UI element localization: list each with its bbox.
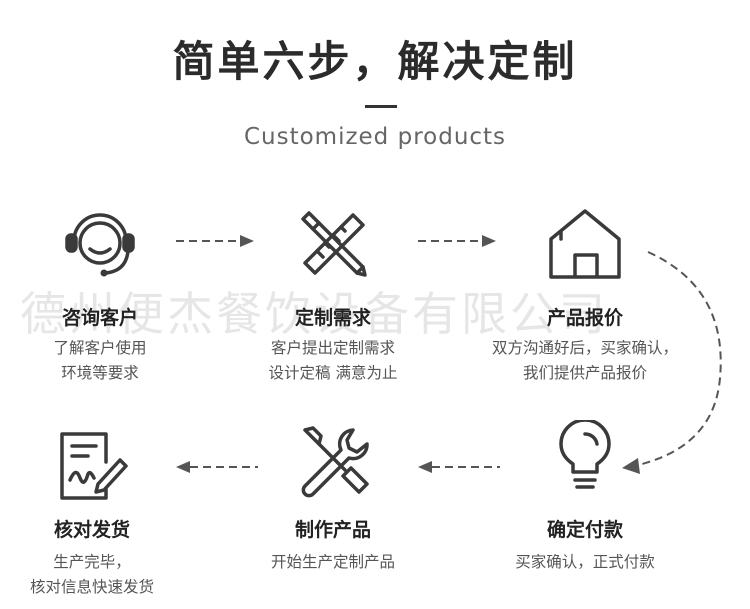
step-label: 产品报价: [546, 307, 623, 329]
arrow-left-2: [176, 461, 258, 473]
step-label: 核对发货: [53, 519, 130, 541]
step-desc: 了解客户使用: [53, 339, 147, 357]
step-label: 确定付款: [546, 519, 623, 541]
title-divider: [365, 105, 397, 108]
page-title: 简单六步，解决定制: [172, 37, 578, 86]
arrow-right-2: [418, 235, 496, 247]
step-desc: 设计定稿 满意为止: [268, 364, 398, 382]
step-desc: 开始生产定制产品: [270, 553, 395, 571]
pencil-ruler-icon: [301, 211, 367, 277]
step-desc: 客户提出定制需求: [270, 339, 395, 357]
step-label: 咨询客户: [61, 307, 138, 329]
arrow-right-1: [176, 235, 254, 247]
step-desc: 我们提供产品报价: [522, 364, 647, 382]
wrench-screwdriver-icon: [301, 426, 369, 498]
step-desc: 生产完毕，: [53, 553, 131, 571]
arrow-left-1: [418, 461, 500, 473]
step-desc: 双方沟通好后，买家确认，: [491, 339, 678, 357]
step-label: 制作产品: [294, 519, 371, 541]
step-label: 定制需求: [294, 307, 371, 329]
step-desc: 环境等要求: [61, 364, 139, 382]
arrow-curve-down: [622, 251, 722, 474]
step-desc: 核对信息快速发货: [29, 578, 154, 596]
step-desc: 买家确认，正式付款: [515, 553, 655, 571]
lightbulb-icon: [559, 420, 611, 489]
page-subtitle: Customized products: [243, 124, 507, 150]
document-signature-icon: [60, 432, 128, 500]
customer-service-headset-icon: [65, 213, 135, 277]
house-icon: [549, 209, 621, 279]
